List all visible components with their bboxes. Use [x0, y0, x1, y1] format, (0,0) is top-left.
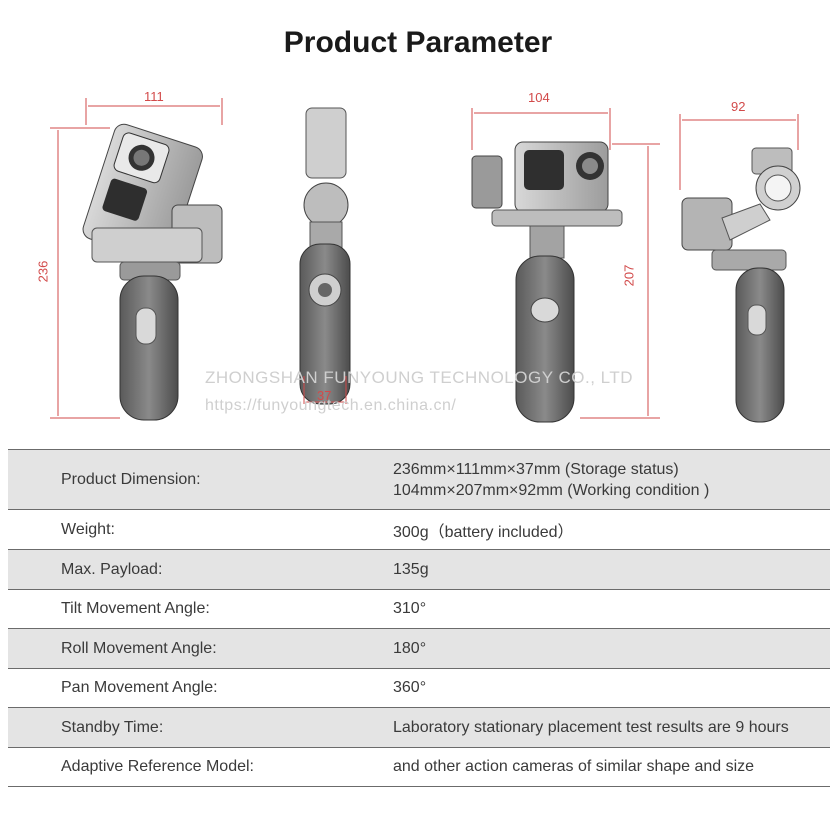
gimbal-front-figure	[471, 108, 660, 423]
dimension-label-92: 92	[731, 99, 746, 114]
watermark-company: ZHONGSHAN FUNYOUNG TECHNOLOGY CO., LTD	[205, 368, 633, 387]
spec-row-pan: Pan Movement Angle: 360°	[8, 668, 830, 708]
watermark-url: https://funyoungtech.en.china.cn/	[205, 397, 457, 414]
spec-value: 135g	[341, 549, 830, 590]
spec-value: 360°	[341, 668, 830, 708]
spec-value: and other action cameras of similar shap…	[341, 747, 830, 787]
spec-label: Roll Movement Angle:	[8, 628, 341, 669]
spec-label: Max. Payload:	[8, 549, 341, 590]
spec-label: Weight:	[8, 509, 341, 550]
product-figures	[50, 98, 801, 423]
spec-value: 236mm×111mm×37mm (Storage status) 104mm×…	[341, 449, 830, 510]
spec-row-standby: Standby Time: Laboratory stationary plac…	[8, 707, 830, 748]
dimension-label-207: 207	[621, 264, 637, 287]
spec-row-adaptive: Adaptive Reference Model: and other acti…	[8, 747, 830, 787]
gimbal-folded-figure	[50, 98, 223, 421]
spec-label: Tilt Movement Angle:	[8, 589, 341, 629]
spec-value: 180°	[341, 628, 830, 669]
spec-row-dimension: Product Dimension: 236mm×111mm×37mm (Sto…	[8, 449, 830, 510]
spec-value-line: 236mm×111mm×37mm (Storage status)	[393, 460, 679, 478]
spec-row-weight: Weight: 300g（battery included）	[8, 509, 830, 550]
spec-row-tilt: Tilt Movement Angle: 310°	[8, 589, 830, 629]
spec-label: Standby Time:	[8, 707, 341, 748]
spec-label: Adaptive Reference Model:	[8, 747, 341, 787]
dimension-label-111: 111	[144, 89, 164, 104]
spec-table: Product Dimension: 236mm×111mm×37mm (Sto…	[8, 449, 830, 787]
spec-row-payload: Max. Payload: 135g	[8, 549, 830, 590]
spec-value: 310°	[341, 589, 830, 629]
dimension-label-37: 37	[317, 388, 332, 403]
dimension-label-236: 236	[35, 260, 51, 283]
spec-label: Pan Movement Angle:	[8, 668, 341, 708]
gimbal-rear-figure	[679, 114, 801, 423]
spec-value: 300g（battery included）	[341, 509, 830, 550]
gimbal-side-figure	[299, 107, 351, 405]
spec-value: Laboratory stationary placement test res…	[341, 707, 830, 748]
dimension-label-104: 104	[528, 90, 550, 105]
spec-value-line: 104mm×207mm×92mm (Working condition )	[393, 481, 710, 499]
spec-row-roll: Roll Movement Angle: 180°	[8, 628, 830, 669]
page-title: Product Parameter	[283, 26, 553, 59]
spec-label: Product Dimension:	[8, 449, 341, 510]
